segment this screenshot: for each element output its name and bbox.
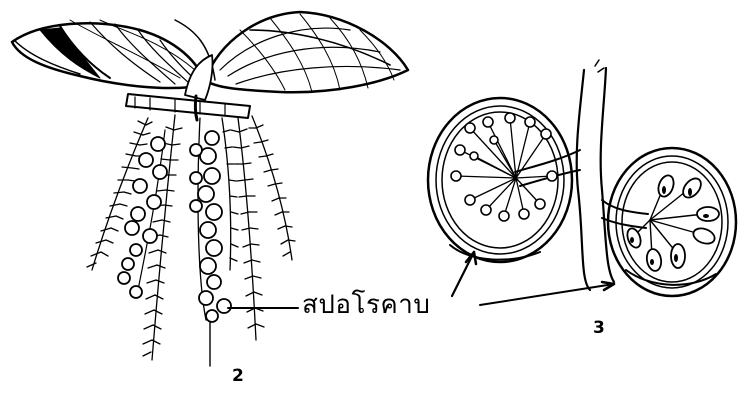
left-leaf <box>12 20 205 88</box>
sporocarp-chain-center <box>190 131 231 322</box>
figure-3-number: 3 <box>593 318 605 338</box>
left-sporocarp <box>428 98 572 262</box>
sporocarp-label: สปอโรคาบ <box>302 284 430 325</box>
pointer-arrows-3 <box>452 252 614 305</box>
right-sporocarp <box>608 148 736 296</box>
figure-2-number: 2 <box>232 366 244 386</box>
stalk-left-edge <box>577 70 590 290</box>
figure-3-section <box>428 60 736 305</box>
rhizome <box>126 94 250 120</box>
